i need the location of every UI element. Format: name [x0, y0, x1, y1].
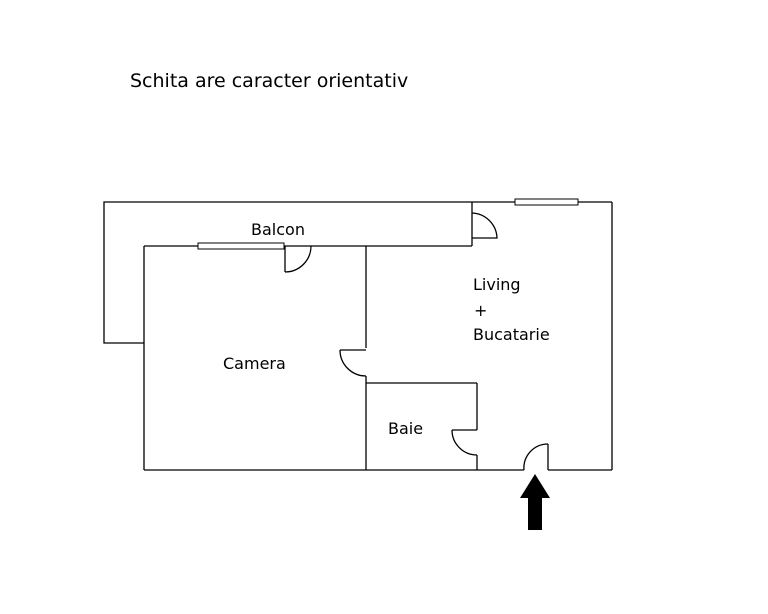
label-living-plus: + [474, 301, 487, 320]
interior-walls [365, 246, 478, 470]
label-balcon: Balcon [251, 220, 305, 239]
balcony-window [197, 242, 285, 250]
door-balcony-camera [284, 245, 312, 273]
label-camera: Camera [223, 354, 286, 373]
label-bucatarie: Bucatarie [473, 325, 550, 344]
door-entrance [523, 443, 549, 471]
disclaimer-note: Schita are caracter orientativ [130, 70, 409, 92]
entrance-arrow-icon [520, 474, 550, 530]
balcony-outer-wall [103, 201, 472, 344]
label-baie: Baie [388, 419, 423, 438]
door-balcony-living [471, 212, 498, 239]
living-window [514, 198, 579, 206]
door-bath [451, 429, 478, 456]
label-living: Living [473, 275, 521, 294]
door-camera-living [339, 349, 367, 377]
